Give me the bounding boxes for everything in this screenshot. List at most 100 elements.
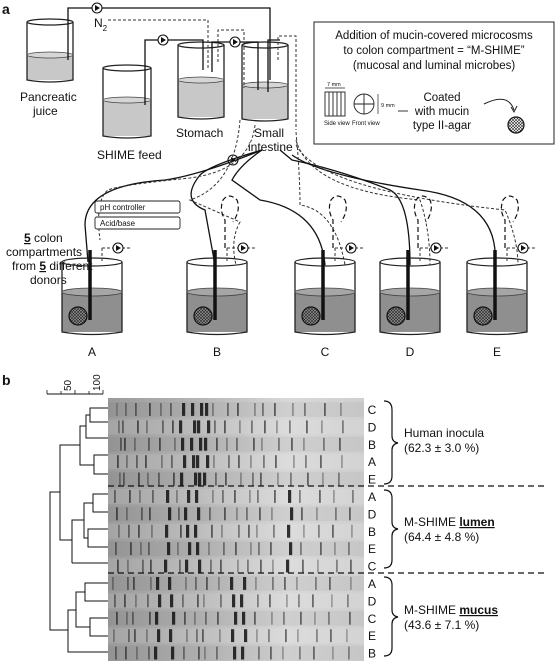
gel-band	[289, 420, 291, 434]
gel-band	[305, 455, 307, 469]
gel-band	[217, 611, 219, 625]
gel-band	[244, 629, 248, 643]
gel-band	[243, 577, 247, 590]
gel-band	[320, 455, 322, 469]
gel-band	[211, 524, 213, 538]
gel-band	[297, 629, 299, 643]
compartment-label-c: C	[321, 345, 330, 359]
gel-band	[161, 455, 163, 469]
inset-front-view: Front view	[352, 121, 380, 127]
gel-band	[181, 437, 185, 451]
compartment-label-d: D	[406, 345, 415, 359]
gel-band	[185, 559, 189, 573]
gel-band	[197, 420, 201, 434]
gel-band	[252, 472, 254, 486]
lane-label: E	[368, 473, 376, 487]
gel-band	[236, 507, 238, 521]
gel-band	[184, 507, 188, 521]
gel-band	[148, 437, 150, 451]
gel-band	[128, 629, 130, 643]
gel-band	[171, 455, 173, 469]
gel-band	[278, 437, 280, 451]
gel-band	[268, 629, 270, 643]
gel-band	[226, 437, 228, 451]
gel-band	[208, 542, 210, 556]
gel-band	[126, 611, 128, 625]
gel-band	[342, 420, 344, 434]
gel-band	[202, 629, 204, 643]
gel-band	[129, 490, 131, 503]
gel-band	[352, 490, 354, 503]
gel-band	[287, 524, 291, 538]
group-value-mucus: (43.6 ± 7.1 %)	[404, 618, 479, 632]
gel-band	[240, 594, 244, 608]
gel-band	[259, 507, 261, 521]
gel-band	[116, 403, 118, 416]
group-label-mucus: M-SHIME mucus	[404, 603, 498, 617]
inset-dim-width: 7 mm	[327, 82, 341, 88]
gel-band	[145, 455, 147, 469]
gel-band	[186, 629, 188, 643]
gel-band	[118, 524, 120, 538]
gel-band	[258, 542, 260, 556]
gel-band	[299, 490, 301, 503]
gel-band	[158, 594, 162, 608]
gel-band	[172, 611, 176, 625]
lane-label: D	[368, 594, 377, 608]
gel-band	[133, 577, 135, 590]
gel-bands	[108, 402, 364, 661]
gel-band	[347, 594, 349, 608]
gel-band	[272, 577, 274, 590]
gel-band	[160, 403, 162, 416]
gel-band	[155, 611, 159, 625]
gel-band	[194, 611, 196, 625]
gel-band	[246, 507, 248, 521]
gel-band	[261, 437, 263, 451]
gel-band	[224, 507, 226, 521]
gel-band	[303, 437, 305, 451]
gel-band	[303, 524, 305, 538]
gel-band	[198, 646, 200, 660]
gel-band	[123, 472, 125, 486]
gel-band	[224, 420, 226, 434]
inset-dim-height: 9 mm	[381, 103, 395, 109]
gel-band	[194, 472, 198, 486]
gel-band	[331, 594, 333, 608]
gel-band	[322, 472, 324, 486]
gel-band	[270, 646, 272, 660]
mshime-inset: Addition of mucin-covered microcosms to …	[313, 21, 555, 145]
gel-band	[220, 594, 222, 608]
gel-band	[142, 559, 144, 573]
gel-band	[207, 420, 211, 434]
gel-band	[183, 455, 187, 469]
gel-band	[210, 559, 212, 573]
gel-band	[150, 577, 152, 590]
gel-band	[332, 646, 334, 660]
gel-band	[315, 577, 317, 590]
compartment-label-e: E	[493, 345, 501, 359]
gel-band	[171, 646, 175, 660]
gel-band	[351, 524, 353, 538]
gel-band	[222, 490, 224, 503]
gel-band	[216, 437, 218, 451]
gel-band	[255, 577, 257, 590]
lane-label: B	[368, 438, 376, 452]
gel-band	[191, 403, 195, 416]
gel-band	[150, 559, 152, 573]
gel-band	[156, 577, 160, 590]
gel-band	[206, 577, 208, 590]
gel-band	[299, 646, 301, 660]
gel-band	[167, 542, 171, 556]
gel-band	[198, 472, 202, 486]
gel-band	[274, 490, 276, 503]
gel-band	[196, 542, 200, 556]
gel-band	[256, 524, 258, 538]
gel-lane	[108, 645, 364, 661]
gel-band	[135, 594, 137, 608]
gel-band	[328, 611, 330, 625]
similarity-scale: 50 100	[46, 374, 104, 395]
stomach-label: Stomach	[176, 126, 223, 140]
coated-microcosm-icon	[507, 116, 525, 134]
gel-band	[219, 629, 221, 643]
